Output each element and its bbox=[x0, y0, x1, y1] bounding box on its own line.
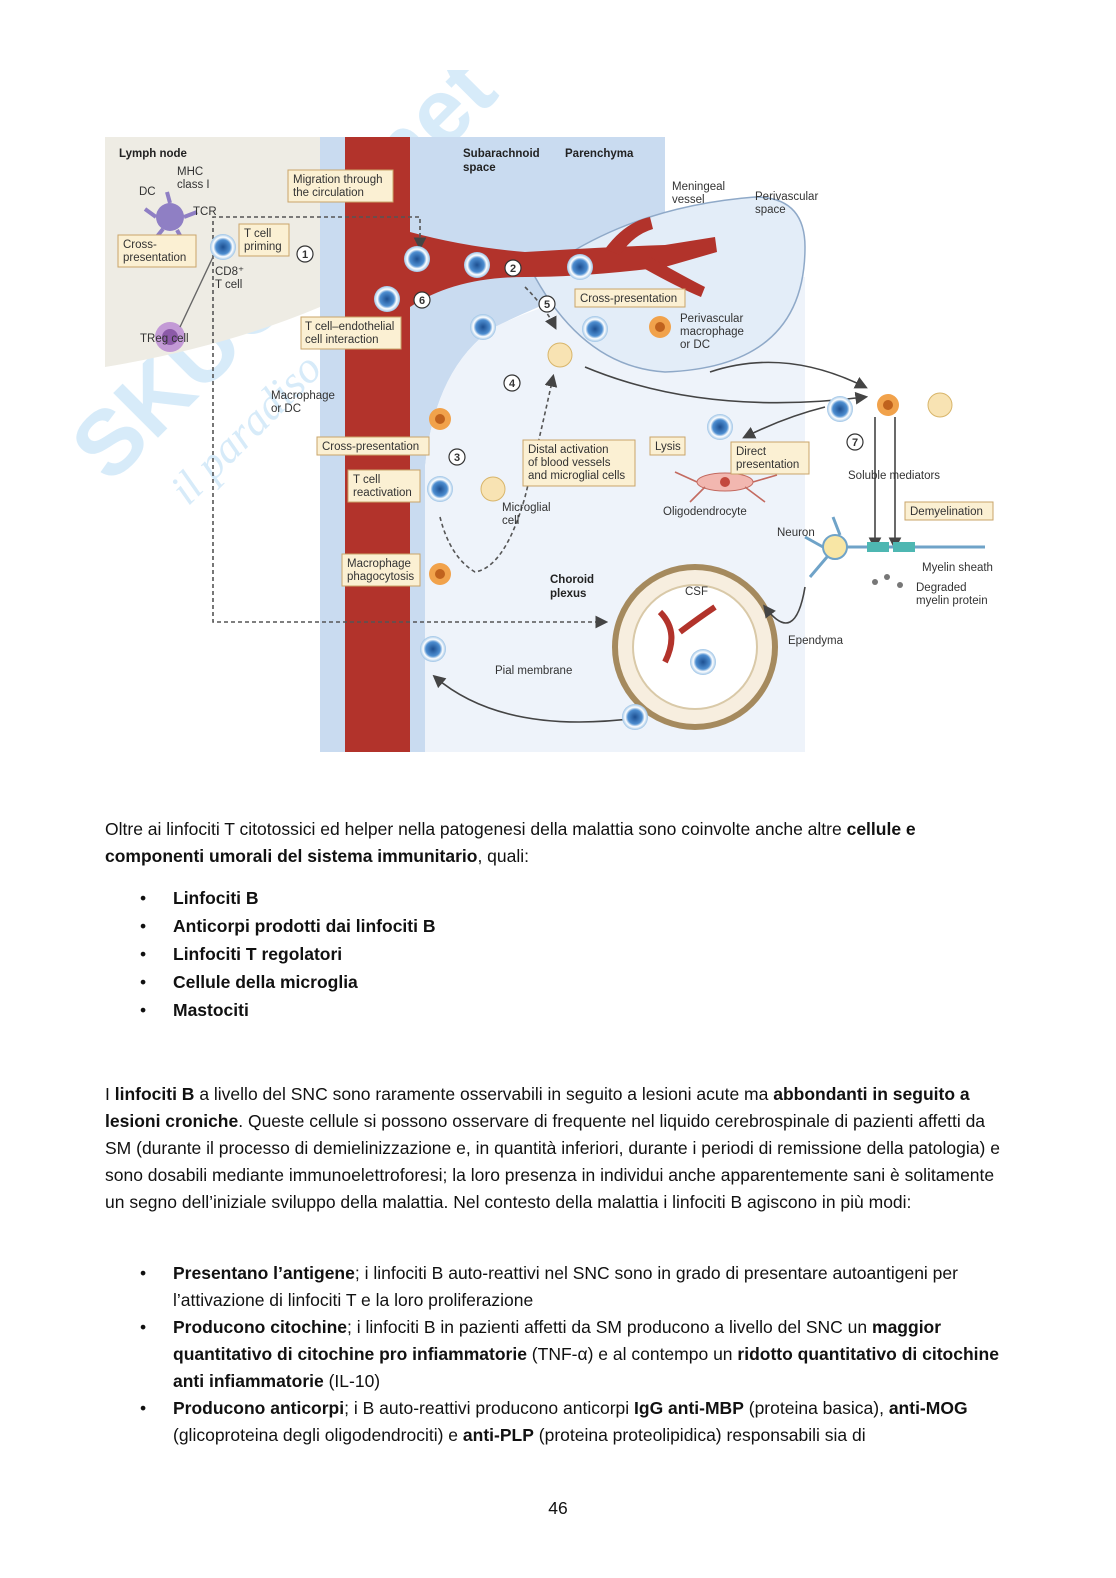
t-cell-icon bbox=[707, 414, 733, 440]
box-direct-presentation: Directpresentation bbox=[731, 442, 809, 474]
list-item: Anticorpi prodotti dai linfociti B bbox=[105, 912, 1005, 940]
list-item: Linfociti T regolatori bbox=[105, 940, 1005, 968]
label-pial-membrane: Pial membrane bbox=[495, 665, 572, 677]
t-cell-icon bbox=[464, 252, 490, 278]
svg-text:7: 7 bbox=[852, 437, 858, 449]
t-cell-icon bbox=[404, 246, 430, 272]
t-cell-icon bbox=[374, 286, 400, 312]
label-myelin-sheath: Myelin sheath bbox=[922, 562, 993, 574]
label-parenchyma: Parenchyma bbox=[565, 148, 634, 160]
svg-text:5: 5 bbox=[544, 299, 550, 311]
t-cell-icon bbox=[427, 476, 453, 502]
step-3: 3 bbox=[449, 449, 465, 465]
list-item: Cellule della microglia bbox=[105, 968, 1005, 996]
list-b-cell-actions: Presentano l’antigene; i linfociti B aut… bbox=[105, 1260, 1005, 1449]
label-cd8: CD8⁺T cell bbox=[215, 266, 244, 291]
svg-text:Cross-presentation: Cross-presentation bbox=[322, 441, 419, 453]
choroid-plexus-lumen bbox=[633, 585, 757, 709]
intro-text-end: , quali: bbox=[477, 846, 529, 866]
box-cross-presentation-mid: Cross-presentation bbox=[317, 437, 429, 455]
label-lymph-node: Lymph node bbox=[119, 148, 187, 160]
b-cells-paragraph: I linfociti B a livello del SNC sono rar… bbox=[105, 1081, 1005, 1216]
intro-text: Oltre ai linfociti T citotossici ed help… bbox=[105, 819, 847, 839]
step-2: 2 bbox=[505, 260, 521, 276]
list-item: Producono citochine; i linfociti B in pa… bbox=[105, 1314, 1005, 1395]
label-ependyma: Ependyma bbox=[788, 635, 844, 647]
svg-text:Demyelination: Demyelination bbox=[910, 506, 983, 518]
t-cell-icon bbox=[470, 314, 496, 340]
svg-text:1: 1 bbox=[302, 249, 308, 261]
box-lysis: Lysis bbox=[650, 437, 685, 455]
label-neuron: Neuron bbox=[777, 527, 815, 539]
step-1: 1 bbox=[297, 246, 313, 262]
list-item: Producono anticorpi; i B auto-reattivi p… bbox=[105, 1395, 1005, 1449]
box-demyelination: Demyelination bbox=[905, 502, 993, 520]
label-tcr: TCR bbox=[193, 206, 217, 218]
label-csf: CSF bbox=[685, 586, 708, 598]
t-cell-icon bbox=[210, 234, 236, 260]
list-item: Presentano l’antigene; i linfociti B aut… bbox=[105, 1260, 1005, 1314]
t-cell-icon bbox=[420, 636, 446, 662]
t-cell-icon bbox=[690, 649, 716, 675]
svg-text:6: 6 bbox=[419, 295, 425, 307]
macrophage-icon bbox=[429, 563, 451, 585]
svg-text:2: 2 bbox=[510, 263, 516, 275]
box-cross-presentation-ln: Cross-presentation bbox=[118, 235, 196, 267]
microglial-cell-icon bbox=[928, 393, 952, 417]
macrophage-icon bbox=[649, 316, 671, 338]
step-5: 5 bbox=[539, 296, 555, 312]
label-soluble-mediators: Soluble mediators bbox=[848, 470, 940, 482]
page-number: 46 bbox=[0, 1498, 1116, 1519]
list-item: Linfociti B bbox=[105, 884, 1005, 912]
list-item: Mastociti bbox=[105, 996, 1005, 1024]
svg-text:Lysis: Lysis bbox=[655, 441, 681, 453]
label-treg: TReg cell bbox=[140, 333, 189, 345]
step-6: 6 bbox=[414, 292, 430, 308]
list-immune-components: Linfociti B Anticorpi prodotti dai linfo… bbox=[105, 884, 1005, 1024]
microglial-cell-icon bbox=[548, 343, 572, 367]
label-dc: DC bbox=[139, 186, 156, 198]
macrophage-icon bbox=[877, 394, 899, 416]
intro-paragraph: Oltre ai linfociti T citotossici ed help… bbox=[105, 816, 1005, 870]
svg-text:4: 4 bbox=[509, 378, 516, 390]
macrophage-icon bbox=[429, 408, 451, 430]
box-cross-presentation-top: Cross-presentation bbox=[575, 289, 685, 307]
t-cell-icon bbox=[567, 254, 593, 280]
label-oligodendrocyte: Oligodendrocyte bbox=[663, 506, 747, 518]
step-4: 4 bbox=[504, 375, 520, 391]
degraded-myelin-icon bbox=[872, 574, 903, 588]
svg-text:Cross-presentation: Cross-presentation bbox=[580, 293, 677, 305]
svg-text:3: 3 bbox=[454, 452, 460, 464]
step-7: 7 bbox=[847, 434, 863, 450]
t-cell-icon bbox=[622, 704, 648, 730]
t-cell-icon bbox=[827, 396, 853, 422]
t-cell-icon bbox=[582, 316, 608, 342]
microglial-cell-icon bbox=[481, 477, 505, 501]
